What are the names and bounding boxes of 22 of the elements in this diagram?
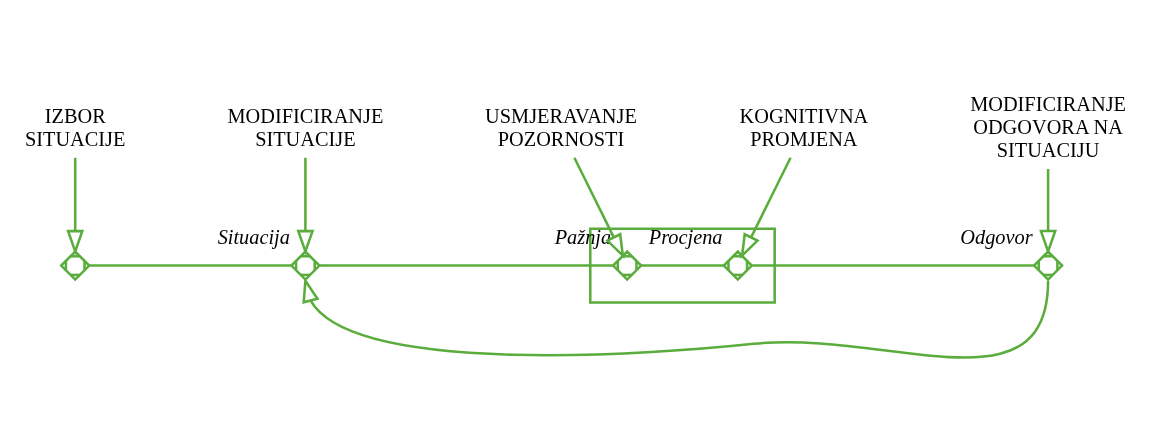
node-cross xyxy=(289,249,322,282)
connector xyxy=(319,264,613,267)
node-cross xyxy=(722,249,754,282)
node-text: MODIFICIRANJE SITUACIJE xyxy=(227,104,384,150)
arrow xyxy=(740,157,792,260)
connector xyxy=(641,264,724,267)
node-text: KOGNITIVNA PROMJENA xyxy=(739,104,869,150)
node-cross xyxy=(59,249,91,282)
node-label: Odgovor xyxy=(960,225,1033,248)
node-text: IZBOR SITUACIJE xyxy=(24,104,126,150)
connector xyxy=(752,264,1034,267)
node-cross xyxy=(611,249,643,282)
node-text: USMJERAVANJE POZORNOSTI xyxy=(485,104,637,150)
node-label: Situacija xyxy=(217,225,290,248)
node-cross xyxy=(1032,249,1064,282)
node-label: Procjena xyxy=(648,225,723,248)
arrow xyxy=(66,157,85,256)
arrow xyxy=(296,157,315,256)
arrow xyxy=(1039,169,1057,256)
arrow xyxy=(302,277,1050,359)
connector xyxy=(89,264,292,267)
node-text: MODIFICIRANJE ODGOVORA NA SITUACIJU xyxy=(970,93,1127,162)
